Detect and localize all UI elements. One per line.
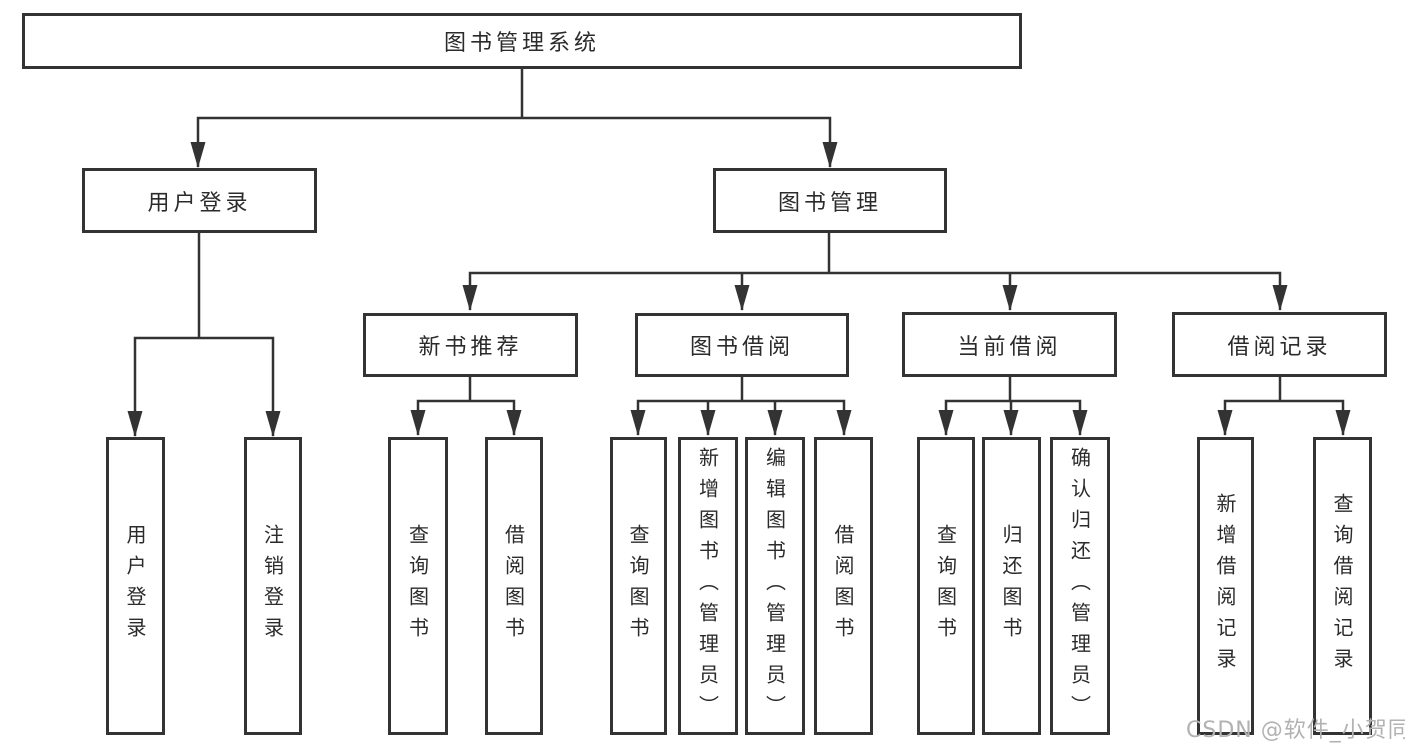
node-library-management-system: 图书管理系统 [22, 13, 1022, 69]
leaf-confirm-return-admin: 确认归还（管理员） [1050, 437, 1110, 735]
leaf-query-books-recommend: 查询图书 [388, 437, 448, 735]
leaf-add-borrow-record: 新增借阅记录 [1197, 437, 1254, 735]
leaf-return-book: 归还图书 [982, 437, 1041, 735]
leaf-query-borrow-record: 查询借阅记录 [1313, 437, 1372, 735]
leaf-user-login: 用户登录 [106, 437, 165, 735]
leaf-logout: 注销登录 [244, 437, 302, 735]
leaf-add-book-admin: 新增图书（管理员） [678, 437, 738, 735]
leaf-borrow-books-recommend: 借阅图书 [485, 437, 543, 735]
node-book-borrow: 图书借阅 [635, 313, 849, 377]
node-borrow-records: 借阅记录 [1172, 312, 1387, 377]
csdn-watermark: CSDN @软件_小贺同学 [1186, 718, 1405, 743]
node-current-borrow: 当前借阅 [902, 312, 1117, 377]
node-user-login: 用户登录 [82, 168, 317, 233]
leaf-query-books-borrow: 查询图书 [610, 437, 667, 735]
leaf-borrow-books-borrow: 借阅图书 [814, 437, 873, 735]
leaf-query-books-current: 查询图书 [917, 437, 975, 735]
node-new-book-recommend: 新书推荐 [363, 313, 578, 377]
node-book-management: 图书管理 [713, 168, 947, 233]
leaf-edit-book-admin: 编辑图书（管理员） [745, 437, 805, 735]
